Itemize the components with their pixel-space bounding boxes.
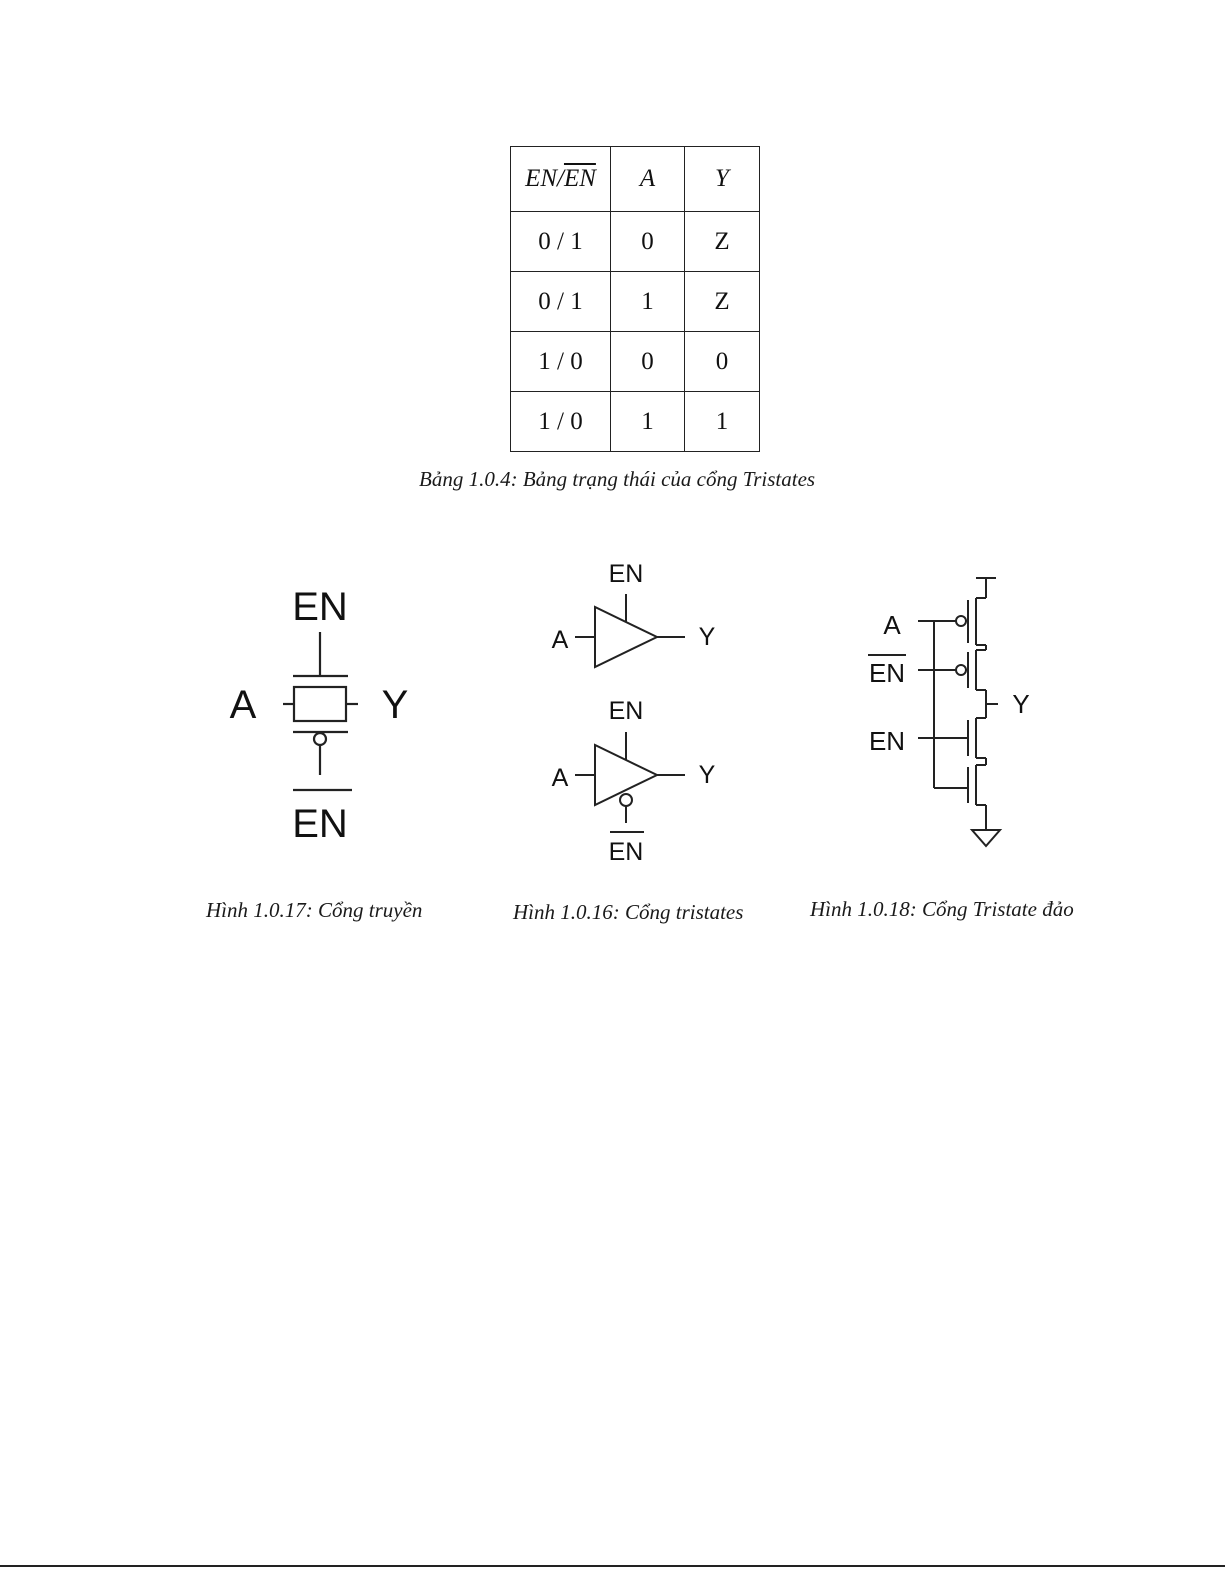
page-bottom-rule: [0, 1565, 1225, 1567]
tb2-en-label: EN: [609, 697, 644, 725]
ti-en-bar-label: EN: [869, 658, 905, 688]
figure-caption-tristate-buffers: Hình 1.0.16: Cổng tristates: [513, 900, 743, 925]
tb1-y-label: Y: [699, 623, 716, 651]
tg-a-label: A: [230, 683, 257, 727]
tg-y-label: Y: [382, 683, 409, 727]
tg-en-label: EN: [292, 585, 348, 629]
tb2-en-bar-label: EN: [609, 838, 644, 866]
tristate-buffer-inverted-enable-symbol: [575, 732, 685, 832]
figure-caption-tristate-inverter: Hình 1.0.18: Cổng Tristate đảo: [810, 897, 1074, 922]
ti-y-label: Y: [1012, 689, 1029, 719]
tb2-a-label: A: [552, 764, 569, 792]
tb1-a-label: A: [552, 626, 569, 654]
tb2-y-label: Y: [699, 761, 716, 789]
tb1-en-label: EN: [609, 560, 644, 588]
transmission-gate-symbol: [283, 632, 358, 790]
ti-en-label: EN: [869, 726, 905, 756]
ti-a-label: A: [883, 610, 901, 640]
figure-caption-transmission-gate: Hình 1.0.17: Cổng truyền: [206, 898, 422, 923]
tristate-buffer-symbol: [575, 594, 685, 667]
tg-en-bar-label: EN: [292, 802, 348, 846]
